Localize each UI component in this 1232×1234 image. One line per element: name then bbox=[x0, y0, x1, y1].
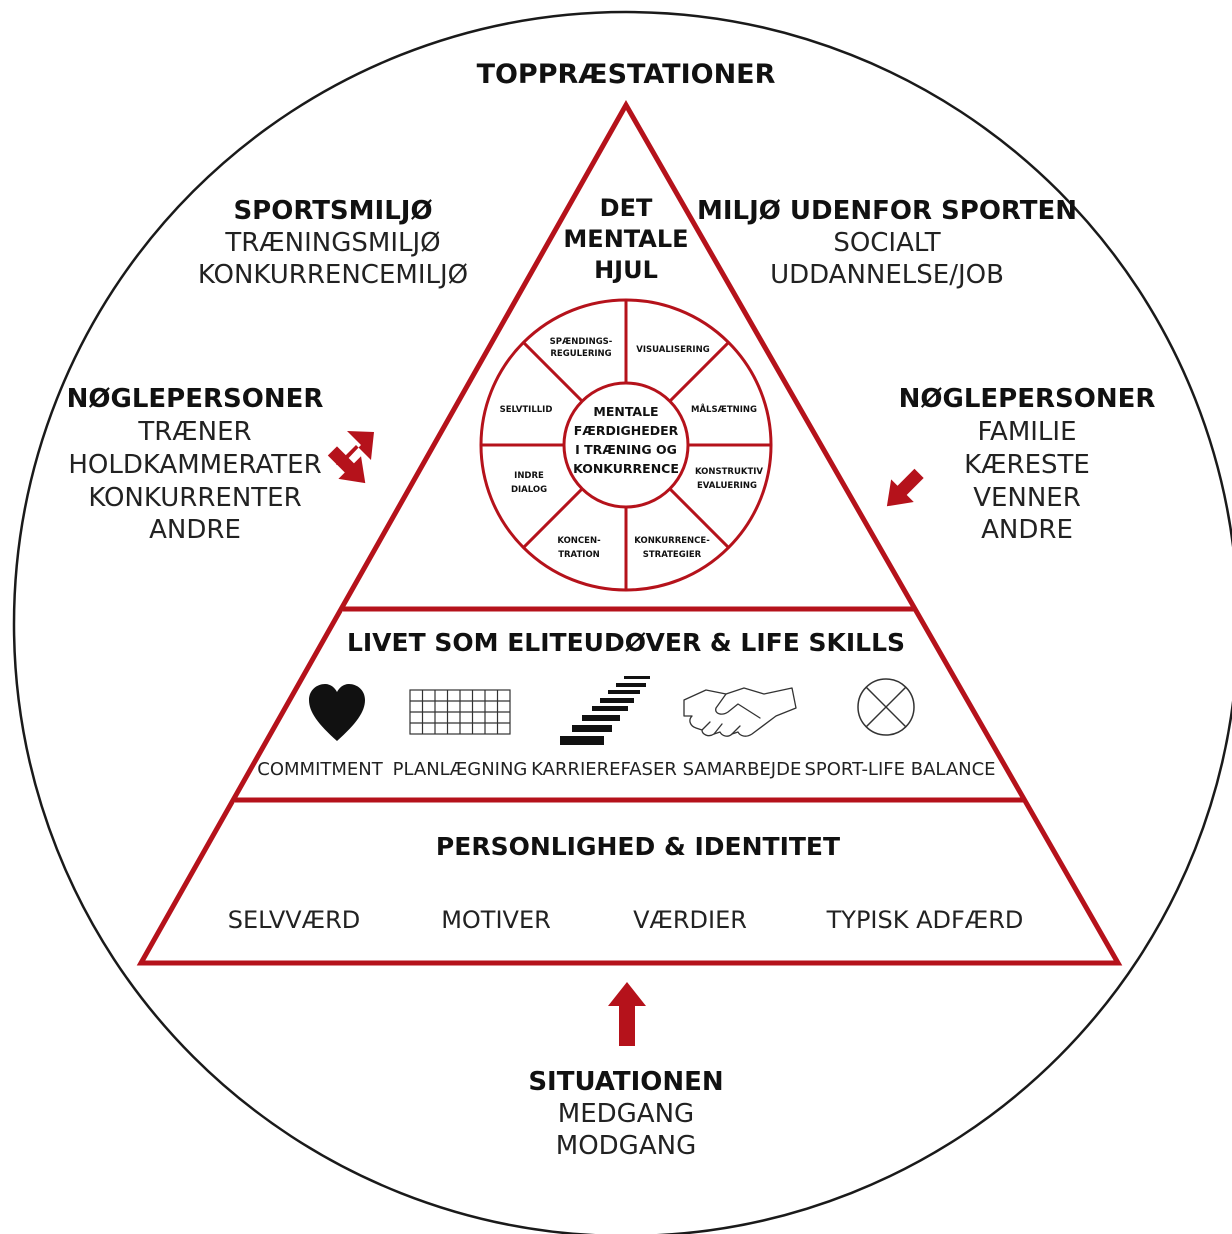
mental-wheel-center-line: MENTALE bbox=[593, 404, 658, 419]
arrow-up-icon bbox=[608, 982, 646, 1046]
outside-environment: MILJØ UDENFOR SPORTEN SOCIALT UDDANNELSE… bbox=[697, 196, 1077, 290]
mental-wheel-inner bbox=[562, 381, 690, 509]
life-skill-label: PLANLÆGNING bbox=[393, 759, 528, 780]
key-persons-left: NØGLEPERSONER TRÆNER HOLDKAMMERATER KONK… bbox=[67, 384, 324, 545]
mental-wheel-title-line: HJUL bbox=[594, 256, 658, 284]
identity-label: TYPISK ADFÆRD bbox=[826, 906, 1024, 934]
life-skill-label: KARRIEREFASER bbox=[531, 759, 677, 780]
life-skill-label: SPORT-LIFE BALANCE bbox=[804, 759, 995, 780]
identity-label: MOTIVER bbox=[441, 906, 551, 934]
mental-wheel-center: MENTALE FÆRDIGHEDER I TRÆNING OG KONKURR… bbox=[573, 404, 679, 476]
middle-tier-title: LIVET SOM ELITEUDØVER & LIFE SKILLS bbox=[347, 628, 905, 657]
wheel-segment-label: VISUALISERING bbox=[636, 345, 709, 355]
mental-wheel-title: DET MENTALE HJUL bbox=[563, 194, 688, 284]
arrow-left-icon bbox=[327, 446, 366, 484]
mental-wheel-center-line: KONKURRENCE bbox=[573, 461, 679, 476]
wheel-segment-label: INDRE bbox=[514, 471, 544, 481]
wheel-spoke bbox=[522, 341, 584, 403]
mental-wheel-title-line: DET bbox=[600, 194, 653, 222]
sports-environment-title: SPORTSMILJØ bbox=[233, 196, 432, 226]
wheel-spoke bbox=[668, 487, 730, 549]
wheel-segment-label: DIALOG bbox=[511, 485, 547, 495]
wheel-segment-label: SELVTILLID bbox=[500, 405, 553, 415]
key-persons-right-item: KÆRESTE bbox=[964, 450, 1090, 480]
top-title: TOPPRÆSTATIONER bbox=[477, 59, 776, 90]
wheel-segment-label: KONCEN- bbox=[557, 536, 601, 546]
situation-title: SITUATIONEN bbox=[528, 1067, 723, 1097]
wheel-segment-label: KONSTRUKTIV bbox=[695, 467, 763, 477]
wheel-spoke bbox=[668, 341, 730, 403]
key-persons-left-item: TRÆNER bbox=[137, 417, 251, 447]
bottom-tier-title: PERSONLIGHED & IDENTITET bbox=[436, 832, 840, 861]
bottom-tier-labels: SELVVÆRD MOTIVER VÆRDIER TYPISK ADFÆRD bbox=[228, 906, 1024, 934]
identity-label: VÆRDIER bbox=[633, 906, 747, 934]
situation: SITUATIONEN MEDGANG MODGANG bbox=[528, 1067, 723, 1161]
wheel-segment-label: EVALUERING bbox=[697, 481, 757, 491]
circle-cross-icon bbox=[857, 678, 915, 736]
outside-environment-title: MILJØ UDENFOR SPORTEN bbox=[697, 196, 1077, 226]
stairs-icon bbox=[560, 676, 650, 745]
mental-wheel-center-line: I TRÆNING OG bbox=[575, 442, 677, 457]
key-persons-right: NØGLEPERSONER FAMILIE KÆRESTE VENNER AND… bbox=[899, 384, 1156, 545]
wheel-segment-label: REGULERING bbox=[550, 349, 611, 359]
key-persons-right-item: FAMILIE bbox=[977, 417, 1076, 447]
wheel-segment-label: TRATION bbox=[558, 550, 600, 560]
sports-environment-item: KONKURRENCEMILJØ bbox=[198, 260, 468, 290]
wheel-spoke bbox=[522, 487, 584, 549]
wheel-segment-label: KONKURRENCE- bbox=[634, 536, 710, 546]
pyramid bbox=[136, 99, 1123, 966]
sports-environment: SPORTSMILJØ TRÆNINGSMILJØ KONKURRENCEMIL… bbox=[198, 196, 468, 290]
key-persons-left-title: NØGLEPERSONER bbox=[67, 384, 324, 414]
identity-label: SELVVÆRD bbox=[228, 906, 361, 934]
outside-environment-item: SOCIALT bbox=[833, 228, 940, 258]
wheel-segment-label: SPÆNDINGS- bbox=[550, 337, 613, 347]
key-persons-right-item: ANDRE bbox=[981, 515, 1073, 545]
situation-item: MODGANG bbox=[556, 1131, 696, 1161]
mental-wheel-segments: SPÆNDINGS- REGULERING VISUALISERING MÅLS… bbox=[500, 337, 764, 560]
mental-wheel-title-line: MENTALE bbox=[563, 225, 688, 253]
mental-wheel: MENTALE FÆRDIGHEDER I TRÆNING OG KONKURR… bbox=[479, 298, 773, 592]
mental-wheel-center-line: FÆRDIGHEDER bbox=[574, 423, 679, 438]
handshake-icon bbox=[683, 687, 797, 737]
wheel-segment-label: MÅLSÆTNING bbox=[691, 404, 757, 415]
middle-tier-labels: COMMITMENT PLANLÆGNING KARRIEREFASER SAM… bbox=[257, 759, 995, 780]
key-persons-right-item: VENNER bbox=[973, 483, 1081, 513]
key-persons-right-title: NØGLEPERSONER bbox=[899, 384, 1156, 414]
life-skill-label: COMMITMENT bbox=[257, 759, 383, 780]
calendar-grid-icon bbox=[409, 689, 511, 735]
heart-icon bbox=[309, 684, 365, 741]
wheel-segment-label: STRATEGIER bbox=[643, 550, 702, 560]
key-persons-left-item: HOLDKAMMERATER bbox=[68, 450, 321, 480]
outer-circle bbox=[12, 10, 1232, 1234]
key-persons-left-item: ANDRE bbox=[149, 515, 241, 545]
pyramid-outline bbox=[136, 99, 1123, 966]
situation-item: MEDGANG bbox=[558, 1099, 694, 1129]
life-skill-label: SAMARBEJDE bbox=[683, 759, 802, 780]
outside-environment-item: UDDANNELSE/JOB bbox=[770, 260, 1004, 290]
key-persons-left-item: KONKURRENTER bbox=[88, 483, 301, 513]
arrow-right-icon bbox=[886, 468, 924, 507]
sports-environment-item: TRÆNINGSMILJØ bbox=[224, 228, 440, 258]
